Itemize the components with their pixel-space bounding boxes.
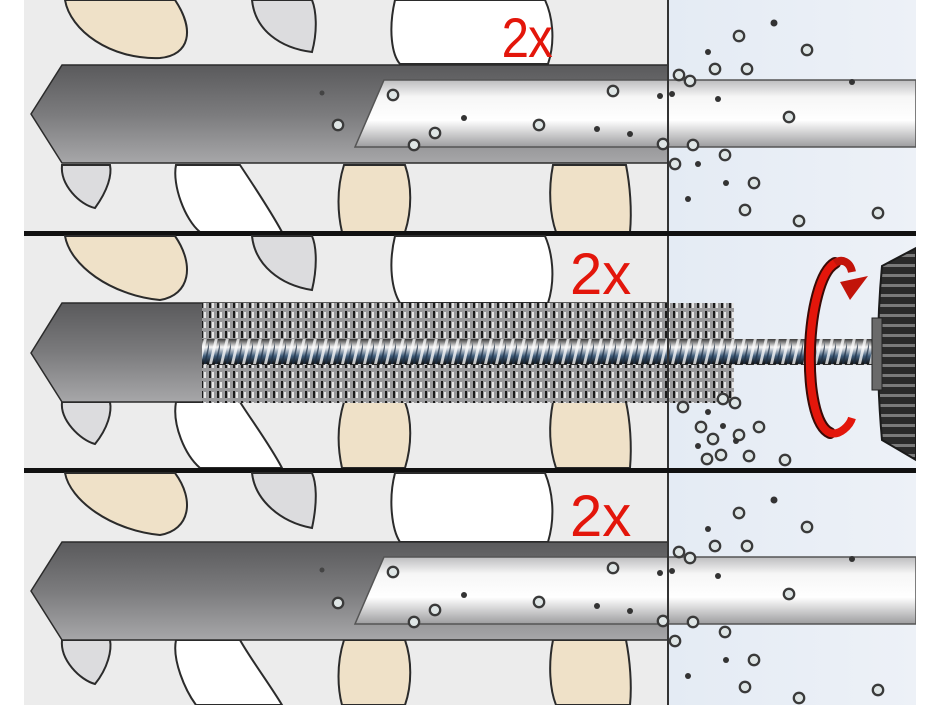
dust-particles: [676, 392, 792, 467]
panel-1-blow-out: 2x: [24, 0, 917, 233]
panel-divider-1: [24, 231, 916, 236]
panel-2-brush-out: 2x: [24, 235, 917, 469]
aggregate-stones: [60, 472, 632, 705]
step-2-repeat-label: 2x: [570, 242, 631, 307]
brush-rod: [202, 339, 877, 365]
brush-handle: [877, 246, 917, 462]
panel-divider-2: [24, 468, 916, 473]
step-1-repeat-label: 2x: [502, 7, 553, 70]
dust-particles: [319, 496, 885, 705]
dust-particles: [319, 19, 885, 228]
rotation-arrow-icon: [803, 256, 868, 439]
panel-3-blow-out: 2x: [24, 472, 917, 705]
step-3-repeat-label: 2x: [570, 484, 631, 549]
